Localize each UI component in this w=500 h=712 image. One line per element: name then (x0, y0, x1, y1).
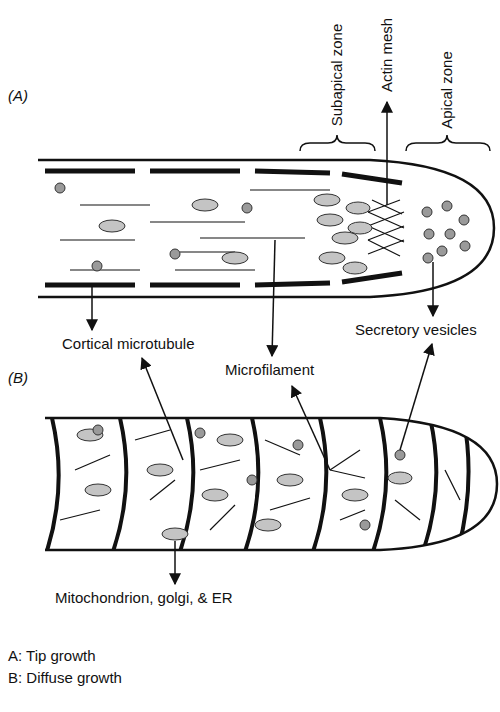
label: Actin mesh (379, 18, 396, 92)
label: Mitochondrion, golgi, & ER (55, 590, 233, 607)
diffuse-growth-cell (44, 344, 497, 584)
label: Secretory vesicles (355, 322, 477, 339)
label: B: Diffuse growth (8, 670, 122, 687)
tip-growth-cell (38, 102, 494, 356)
label: Microfilament (225, 362, 314, 379)
label: (B) (8, 370, 28, 387)
label: A: Tip growth (8, 648, 96, 665)
label: (A) (8, 88, 28, 105)
label: Apical zone (439, 51, 456, 129)
label: Cortical microtubule (62, 336, 195, 353)
label: Subapical zone (329, 24, 346, 127)
